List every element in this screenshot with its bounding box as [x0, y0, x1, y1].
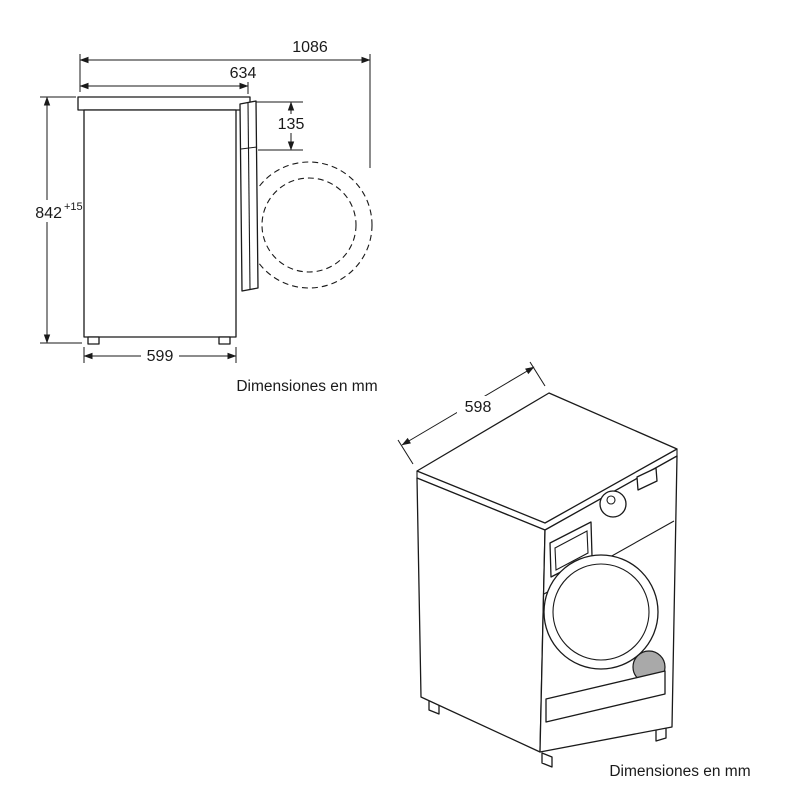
dim-base-depth-label: 599 [147, 348, 174, 365]
dim-height-tolerance-label: +15 [64, 201, 83, 213]
foot-left [87, 336, 100, 345]
dim-door-offset-label: 135 [278, 116, 305, 133]
door-outer-ring [543, 554, 659, 670]
door-inner-line [247, 102, 251, 290]
label-mask [16, 200, 82, 222]
dim-width: 598 [397, 361, 546, 465]
washer-side-outline [77, 96, 259, 345]
foot-front [541, 752, 553, 768]
label-mask [457, 396, 499, 416]
dim-total-depth-label: 1086 [292, 39, 328, 56]
label-mask [141, 346, 179, 365]
dim-height-label: 842 [35, 205, 62, 222]
label-mask [276, 114, 306, 133]
dim-door-offset: 135 [256, 101, 306, 151]
door-swing-inner-circle [261, 177, 357, 273]
extension-line [529, 361, 546, 387]
door-inner-ring [552, 563, 650, 661]
knob-marker [606, 495, 616, 505]
dim-base-depth: 599 [83, 346, 237, 365]
perspective-view-caption: Dimensiones en mm [609, 763, 750, 780]
washer-perspective-outline [416, 392, 678, 768]
cabinet-body [83, 109, 237, 338]
dim-width-label: 598 [465, 399, 492, 416]
dim-top-depth: 634 [79, 65, 257, 94]
side-view-caption: Dimensiones en mm [236, 378, 377, 395]
door-swing-arc [245, 161, 373, 289]
door-swing-outer-circle [245, 161, 373, 289]
door [543, 554, 659, 670]
dim-top-depth-label: 634 [230, 65, 257, 82]
worktop [77, 96, 251, 111]
perspective-view-drawing: 598 [397, 361, 751, 780]
service-flap [545, 670, 666, 723]
display-inner [554, 530, 589, 571]
door-hinge-line [240, 146, 258, 150]
dim-total-depth: 1086 [79, 39, 371, 168]
start-button [636, 467, 658, 491]
dim-height: 842 +15 [16, 96, 83, 344]
side-view-drawing: 1086 634 135 842 +15 [16, 39, 378, 395]
extension-line [397, 439, 414, 465]
foot-right [218, 336, 231, 345]
